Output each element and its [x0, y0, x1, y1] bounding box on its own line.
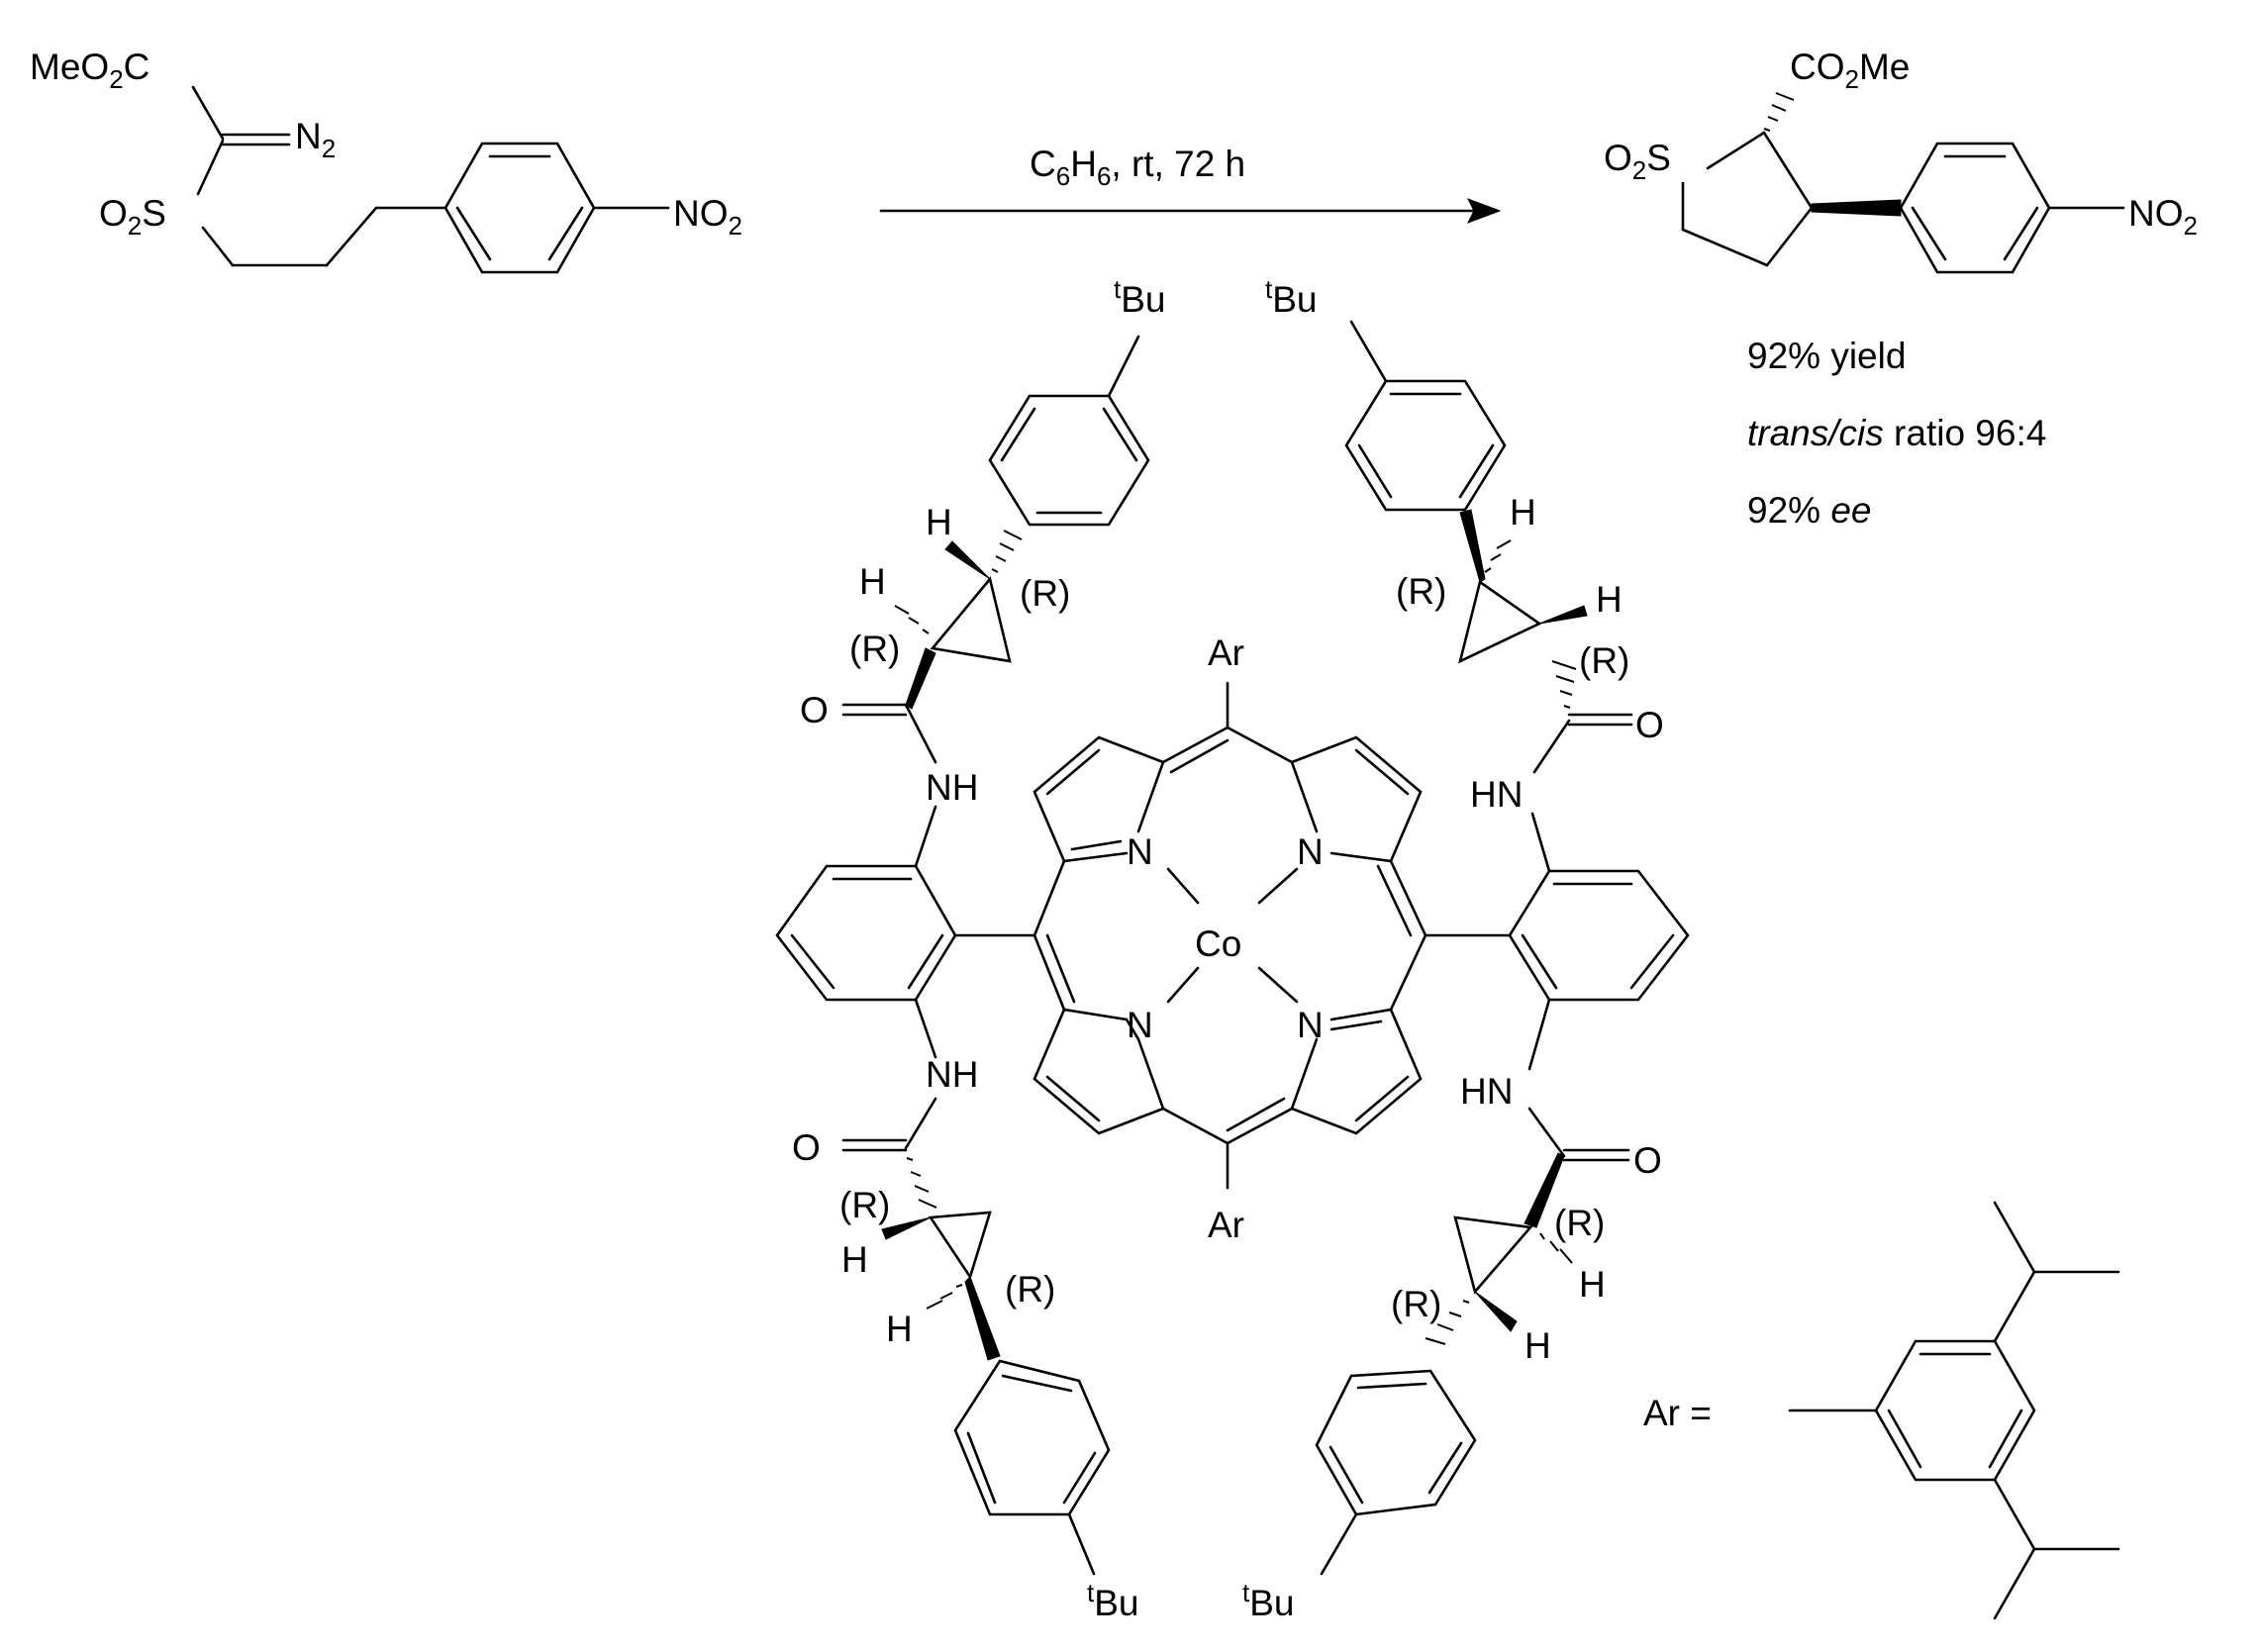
cyclopropane-arm-top-right: O H (R) H (R) tBu: [1265, 274, 1664, 774]
h-top-left-b: H: [859, 561, 886, 602]
stereo-r-top-left-b: (R): [849, 629, 900, 669]
reaction-arrow: C6H6, rt, 72 h: [879, 144, 1502, 224]
product-sulfonyl-label: O2S: [1604, 138, 1671, 185]
stereo-r-top-right-a: (R): [1396, 571, 1446, 612]
amide-hn-bottom-right: HN: [1460, 1071, 1513, 1112]
results-block: 92% yield trans/cis ratio 96:4 92% ee: [1747, 336, 2046, 531]
amide-nh-bottom-left: NH: [926, 1054, 978, 1095]
carbonyl-o-bottom-right: O: [1633, 1140, 1662, 1181]
stereo-r-bottom-right-b: (R): [1391, 1284, 1441, 1324]
substrate-ester-label: MeO2C: [30, 47, 149, 94]
reaction-conditions: C6H6, rt, 72 h: [1030, 144, 1245, 191]
cobalt-label: Co: [1195, 923, 1241, 964]
amide-hn-top-right: HN: [1470, 774, 1523, 815]
yield-text: 92% yield: [1747, 336, 1906, 376]
right-benzene-diamide: HN HN: [1424, 774, 1690, 1112]
aryl-label-bottom: Ar: [1208, 1205, 1244, 1245]
left-benzene-diamide: NH NH: [775, 767, 1036, 1095]
substrate-sulfonyl-label: O2S: [99, 193, 166, 241]
product-nitro-label: NO2: [2128, 193, 2198, 241]
tbu-bottom-left: tBu: [1087, 1578, 1139, 1623]
stereo-r-top-left-a: (R): [1020, 573, 1070, 614]
selectivity-text: trans/cis ratio 96:4: [1747, 413, 2046, 453]
substrate-nitro-label: NO2: [673, 193, 742, 241]
aryl-label-top: Ar: [1208, 632, 1244, 673]
pyrrole-n-top-left: N: [1127, 831, 1153, 872]
pyrrole-n-top-right: N: [1297, 831, 1324, 872]
carbonyl-o-bottom-left: O: [792, 1127, 821, 1168]
amide-nh-top-left: NH: [926, 767, 978, 808]
product-structure: CO2Me O2S NO2: [1604, 47, 2198, 274]
h-top-right-b: H: [1596, 579, 1623, 620]
cyclopropane-arm-top-left: O H (R) H (R) tBu: [800, 274, 1166, 764]
h-top-right-a: H: [1510, 492, 1536, 533]
tbu-top-left: tBu: [1114, 274, 1166, 320]
h-top-left-a: H: [926, 502, 952, 542]
substrate-diazo-label: N2: [295, 116, 336, 163]
aryl-definition: Ar =: [1643, 1201, 2120, 1620]
aryl-definition-label: Ar =: [1643, 1393, 1712, 1433]
h-bottom-right-a: H: [1579, 1264, 1606, 1305]
cyclopropane-arm-bottom-right: O H (R) H (R) tBu: [1242, 1107, 1662, 1623]
carbonyl-o-top-left: O: [800, 690, 829, 730]
substrate-structure: MeO2C N2 O2S NO2: [30, 47, 742, 274]
h-bottom-left-a: H: [841, 1239, 868, 1280]
stereo-r-bottom-left-a: (R): [839, 1185, 890, 1225]
cobalt-porphyrin-core: Co N N N N Ar Ar: [1033, 632, 1427, 1245]
tbu-top-right: tBu: [1265, 274, 1318, 320]
stereo-r-bottom-right-a: (R): [1554, 1203, 1605, 1243]
pyrrole-n-bottom-right: N: [1297, 1005, 1324, 1045]
h-bottom-right-b: H: [1524, 1325, 1551, 1366]
tbu-bottom-right: tBu: [1242, 1578, 1295, 1623]
carbonyl-o-top-right: O: [1635, 705, 1664, 745]
h-bottom-left-b: H: [886, 1309, 913, 1349]
stereo-r-bottom-left-b: (R): [1005, 1269, 1055, 1310]
ee-text: 92% ee: [1747, 490, 1872, 531]
cyclopropane-arm-bottom-left: O H (R) H (R) tBu: [792, 1097, 1139, 1623]
product-ester-label: CO2Me: [1790, 47, 1910, 94]
stereo-r-top-right-b: (R): [1579, 640, 1629, 681]
